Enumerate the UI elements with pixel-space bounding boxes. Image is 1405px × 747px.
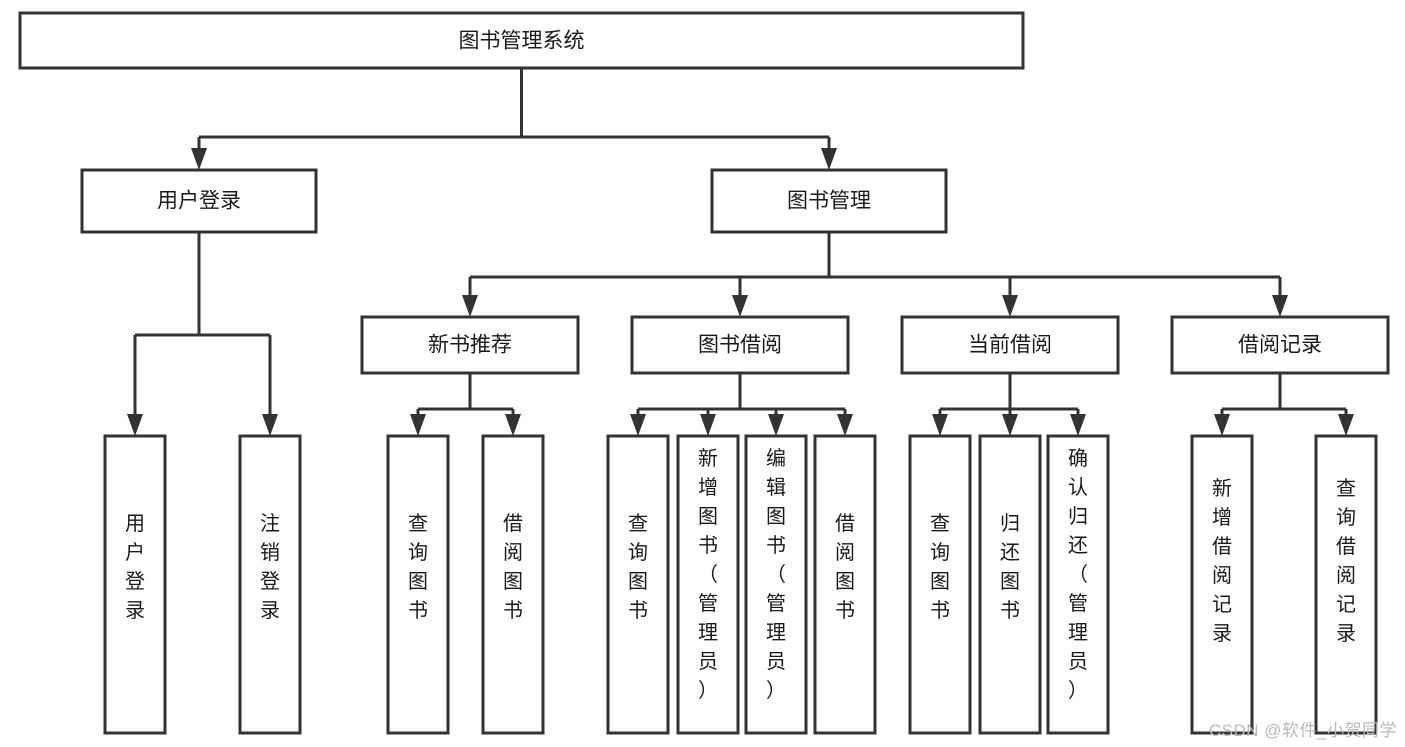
node-book-borrow-label: 图书借阅 (698, 334, 782, 357)
node-leaf-add-borrow-record-label: 新增借阅记录 (1212, 477, 1232, 645)
node-leaf-return-book-label: 归还图书 (1000, 512, 1020, 622)
node-leaf-confirm-return[interactable]: 确认归还（管理员） (1046, 434, 1110, 735)
node-user-login-box[interactable] (80, 168, 318, 234)
node-leaf-add-borrow-record-box[interactable] (1190, 434, 1254, 735)
node-new-book-recommend[interactable]: 新书推荐 (360, 315, 580, 375)
arrowhead-book-management (821, 148, 837, 170)
node-leaf-return-book-box[interactable] (978, 434, 1042, 735)
arrowhead-leaf-borrow-book-2 (837, 414, 853, 436)
node-leaf-user-login-box[interactable] (103, 434, 167, 735)
arrowhead-leaf-query-book-2 (630, 414, 646, 436)
arrowhead-leaf-query-book-1 (410, 414, 426, 436)
node-leaf-borrow-book-2[interactable]: 借阅图书 (813, 434, 877, 735)
node-leaf-query-borrow-record-box[interactable] (1314, 434, 1378, 735)
arrowhead-leaf-borrow-book-1 (505, 414, 521, 436)
node-leaf-query-book-2-box[interactable] (606, 434, 670, 735)
node-book-borrow[interactable]: 图书借阅 (630, 315, 850, 375)
arrowhead-borrow-records (1272, 295, 1288, 317)
arrowhead-leaf-edit-book (768, 414, 784, 436)
node-leaf-borrow-book-2-box[interactable] (813, 434, 877, 735)
node-book-management-box[interactable] (710, 168, 948, 234)
arrowhead-leaf-query-book-3 (932, 414, 948, 436)
node-leaf-add-borrow-record[interactable]: 新增借阅记录 (1190, 434, 1254, 735)
node-leaf-query-book-1[interactable]: 查询图书 (386, 434, 450, 735)
watermark-text: CSDN @软件_小贺同学 (1208, 721, 1397, 740)
connector-layer (127, 68, 1354, 436)
node-leaf-query-book-2[interactable]: 查询图书 (606, 434, 670, 735)
node-leaf-confirm-return-box[interactable] (1046, 434, 1110, 735)
node-leaf-user-logout-label: 注销登录 (260, 512, 280, 622)
node-leaf-user-logout[interactable]: 注销登录 (238, 434, 302, 735)
node-leaf-add-book-label: 新增图书（管理员） (698, 447, 718, 702)
node-current-borrow-box[interactable] (900, 315, 1120, 375)
node-leaf-query-book-1-box[interactable] (386, 434, 450, 735)
arrowhead-leaf-return-book (1002, 414, 1018, 436)
node-book-borrow-box[interactable] (630, 315, 850, 375)
node-leaf-confirm-return-label: 确认归还（管理员） (1068, 447, 1088, 702)
node-root-box[interactable] (18, 11, 1025, 70)
node-new-book-recommend-box[interactable] (360, 315, 580, 375)
arrowhead-leaf-add-book (700, 414, 716, 436)
arrowhead-book-borrow (732, 295, 748, 317)
node-leaf-query-book-3-box[interactable] (908, 434, 972, 735)
node-leaf-add-book-box[interactable] (676, 434, 740, 735)
node-borrow-records-label: 借阅记录 (1238, 334, 1322, 357)
arrowhead-user-login (191, 148, 207, 170)
node-new-book-recommend-label: 新书推荐 (428, 334, 512, 357)
node-leaf-add-book[interactable]: 新增图书（管理员） (676, 434, 740, 735)
node-leaf-borrow-book-2-label: 借阅图书 (835, 512, 855, 622)
arrowhead-leaf-user-logout (262, 414, 278, 436)
node-leaf-user-logout-box[interactable] (238, 434, 302, 735)
node-leaf-borrow-book-1[interactable]: 借阅图书 (481, 434, 545, 735)
arrowhead-new-book-recommend (462, 295, 478, 317)
arrowhead-leaf-query-borrow-record (1338, 414, 1354, 436)
node-leaf-return-book[interactable]: 归还图书 (978, 434, 1042, 735)
node-borrow-records[interactable]: 借阅记录 (1170, 315, 1390, 375)
arrowhead-leaf-user-login (127, 414, 143, 436)
node-leaf-query-borrow-record[interactable]: 查询借阅记录 (1314, 434, 1378, 735)
node-leaf-query-borrow-record-label: 查询借阅记录 (1336, 477, 1356, 645)
node-current-borrow-label: 当前借阅 (968, 334, 1052, 357)
node-leaf-query-book-3[interactable]: 查询图书 (908, 434, 972, 735)
node-leaf-query-book-1-label: 查询图书 (408, 512, 428, 622)
node-user-login-label: 用户登录 (157, 190, 241, 213)
node-layer: 图书管理系统 用户登录 图书管理 新书推荐 图书借阅 (18, 11, 1390, 735)
node-root[interactable]: 图书管理系统 (18, 11, 1025, 70)
node-current-borrow[interactable]: 当前借阅 (900, 315, 1120, 375)
node-user-login[interactable]: 用户登录 (80, 168, 318, 234)
node-leaf-user-login[interactable]: 用户登录 (103, 434, 167, 735)
node-leaf-user-login-label: 用户登录 (125, 513, 145, 622)
arrowhead-current-borrow (1002, 295, 1018, 317)
node-book-management[interactable]: 图书管理 (710, 168, 948, 234)
node-root-label: 图书管理系统 (459, 30, 585, 53)
node-leaf-query-book-2-label: 查询图书 (628, 512, 648, 622)
node-borrow-records-box[interactable] (1170, 315, 1390, 375)
node-leaf-borrow-book-1-label: 借阅图书 (503, 512, 523, 622)
node-leaf-borrow-book-1-box[interactable] (481, 434, 545, 735)
node-leaf-edit-book-box[interactable] (744, 434, 808, 735)
arrowhead-leaf-add-borrow-record (1214, 414, 1230, 436)
node-leaf-edit-book-label: 编辑图书（管理员） (766, 447, 786, 702)
arrowhead-leaf-confirm-return (1070, 414, 1086, 436)
node-leaf-query-book-3-label: 查询图书 (930, 512, 950, 622)
node-leaf-edit-book[interactable]: 编辑图书（管理员） (744, 434, 808, 735)
node-book-management-label: 图书管理 (787, 190, 871, 213)
